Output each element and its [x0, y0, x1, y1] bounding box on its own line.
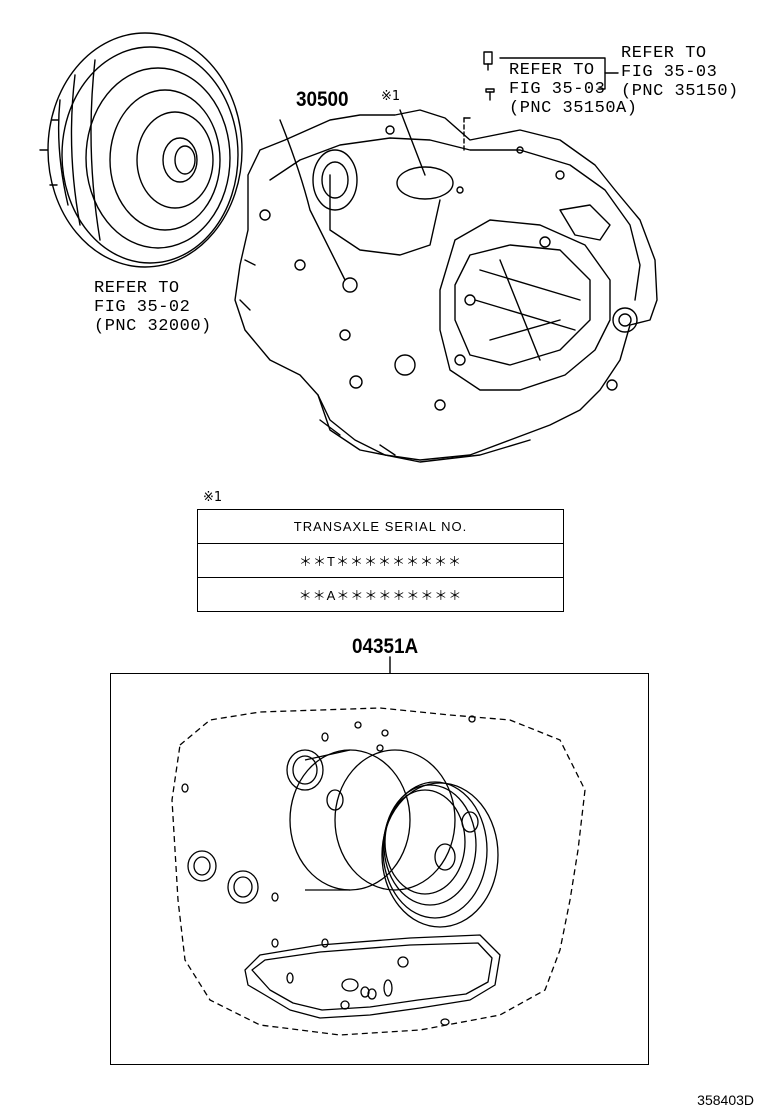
plug-b-fig-ref[interactable]: FIG 35-03 [621, 63, 718, 82]
transaxle-part-number[interactable]: 30500 [296, 88, 349, 111]
serial-row-a: ＊＊A＊＊＊＊＊＊＊＊＊ [197, 577, 564, 612]
plug-b-refer-to: REFER TO [621, 44, 707, 63]
transaxle-serial-table: TRANSAXLE SERIAL NO. ＊＊T＊＊＊＊＊＊＊＊＊ ＊＊A＊＊＊… [197, 509, 564, 612]
converter-refer-to: REFER TO [94, 279, 180, 298]
overhaul-gasket-kit-contents[interactable] [171, 707, 586, 1036]
plug-a-refer-to: REFER TO [509, 61, 595, 80]
figure-id: 358403D [697, 1092, 754, 1108]
plug-a-fig-ref[interactable]: FIG 35-03 [509, 80, 606, 99]
converter-pnc-ref: (PNC 32000) [94, 317, 212, 336]
transaxle-assembly[interactable] [234, 109, 658, 463]
plug-b-pnc-ref: (PNC 35150) [621, 82, 739, 101]
serial-row-t: ＊＊T＊＊＊＊＊＊＊＊＊ [197, 543, 564, 578]
serial-table-note-mark: ※1 [203, 490, 223, 505]
serial-table-header: TRANSAXLE SERIAL NO. [197, 509, 564, 544]
drain-plug-parts[interactable] [483, 51, 495, 101]
gasket-kit-box [110, 673, 649, 1065]
converter-fig-ref[interactable]: FIG 35-02 [94, 298, 191, 317]
plug-a-pnc-ref: (PNC 35150A) [509, 99, 638, 118]
gasket-kit-part-number[interactable]: 04351A [352, 635, 419, 658]
torque-converter[interactable] [39, 32, 243, 268]
serial-note-mark: ※1 [381, 89, 401, 104]
